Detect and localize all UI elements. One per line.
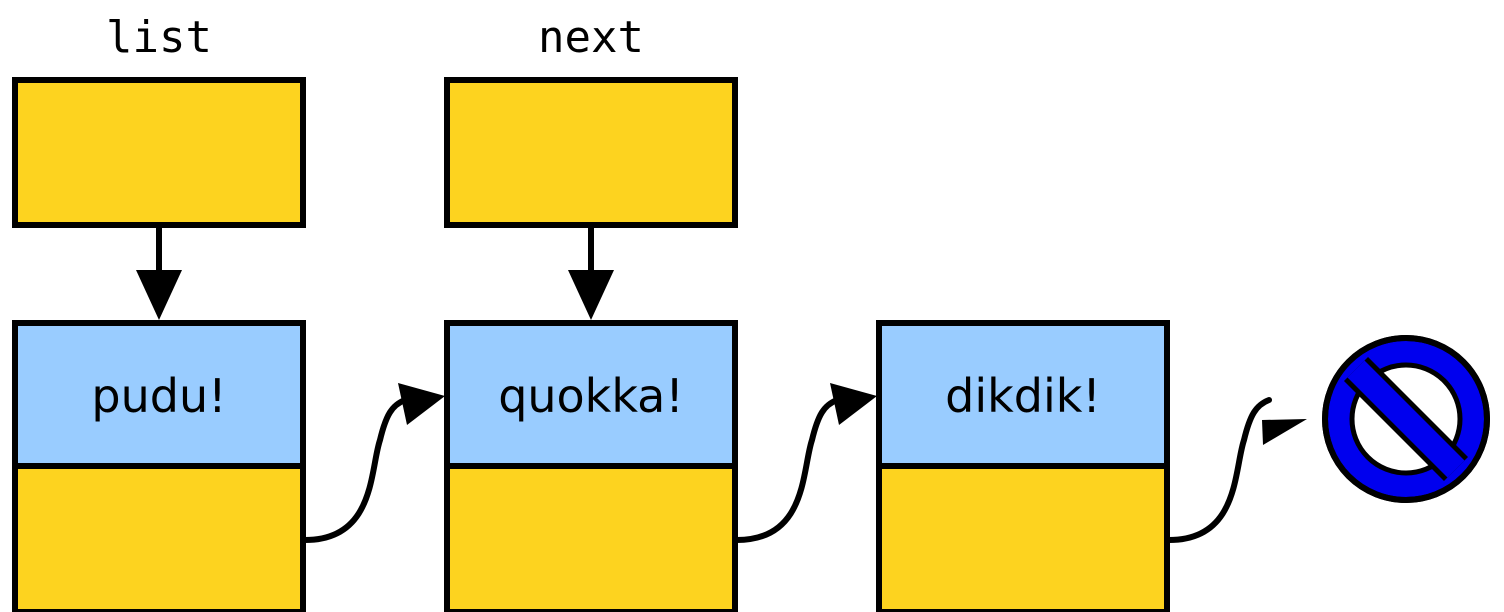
next-link-arrow-1 bbox=[302, 383, 445, 543]
list-node-2: quokka! bbox=[444, 320, 738, 612]
node-value-text: dikdik! bbox=[945, 369, 1101, 423]
node-value-text: pudu! bbox=[91, 369, 226, 423]
list-pointer-box bbox=[12, 77, 306, 228]
node-next-cell bbox=[12, 463, 306, 612]
node-next-cell bbox=[876, 463, 1170, 612]
list-pointer-label: list bbox=[106, 12, 212, 63]
node-next-cell bbox=[444, 463, 738, 612]
next-pointer-box bbox=[444, 77, 738, 228]
node-value-text: quokka! bbox=[498, 369, 684, 423]
node-value-cell bbox=[444, 320, 738, 469]
next-link-arrow-2 bbox=[734, 383, 877, 543]
node-value-cell bbox=[876, 320, 1170, 469]
null-icon bbox=[1322, 335, 1490, 503]
next-pointer-label: next bbox=[538, 12, 644, 63]
next-pointer-arrow bbox=[568, 225, 614, 320]
list-node-1: pudu! bbox=[12, 320, 306, 612]
list-node-3: dikdik! bbox=[876, 320, 1170, 612]
list-pointer-arrow bbox=[136, 225, 182, 320]
next-link-arrow-3 bbox=[1166, 397, 1307, 543]
node-value-cell bbox=[12, 320, 306, 469]
